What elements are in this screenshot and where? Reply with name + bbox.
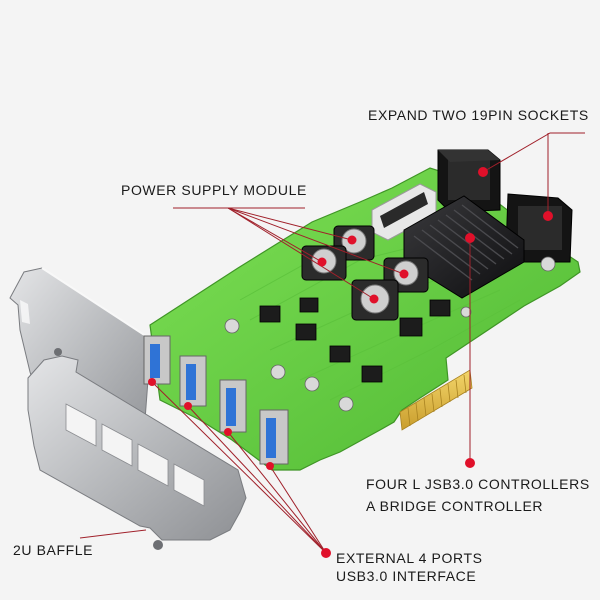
- usb-port-3: [219, 379, 247, 433]
- leader-lines: [79, 132, 585, 554]
- usb-port-1: [143, 335, 171, 385]
- label-expand-sockets-text: EXPAND TWO 19PIN SOCKETS: [368, 107, 589, 123]
- label-baffle: 2U BAFFLE: [13, 541, 93, 559]
- pcie-connector: [399, 369, 473, 431]
- label-controllers: FOUR L JSB3.0 CONTROLLERS A BRIDGE CONTR…: [366, 473, 590, 517]
- usb-19pin-header-1: [437, 149, 501, 213]
- low-profile-bracket: [27, 348, 247, 550]
- heatsink-icon: [403, 195, 525, 299]
- label-controllers-line2: A BRIDGE CONTROLLER: [366, 498, 544, 514]
- label-controllers-line1: FOUR L JSB3.0 CONTROLLERS: [366, 476, 590, 492]
- usb-port-4: [259, 409, 289, 465]
- usb-port-2: [179, 355, 207, 407]
- callout-markers: [148, 167, 553, 558]
- baffle-cutouts: [65, 403, 205, 507]
- capacitors: [224, 256, 556, 412]
- label-baffle-text: 2U BAFFLE: [13, 542, 94, 558]
- label-external-ports: EXTERNAL 4 PORTS USB3.0 INTERFACE: [336, 549, 483, 585]
- label-power-supply: POWER SUPPLY MODULE: [121, 181, 307, 199]
- label-power-supply-text: POWER SUPPLY MODULE: [121, 182, 307, 198]
- label-external-ports-line2: USB3.0 INTERFACE: [336, 568, 477, 584]
- label-expand-sockets: EXPAND TWO 19PIN SOCKETS: [368, 106, 589, 124]
- controller-chips: [259, 297, 451, 383]
- label-external-ports-line1: EXTERNAL 4 PORTS: [336, 550, 483, 566]
